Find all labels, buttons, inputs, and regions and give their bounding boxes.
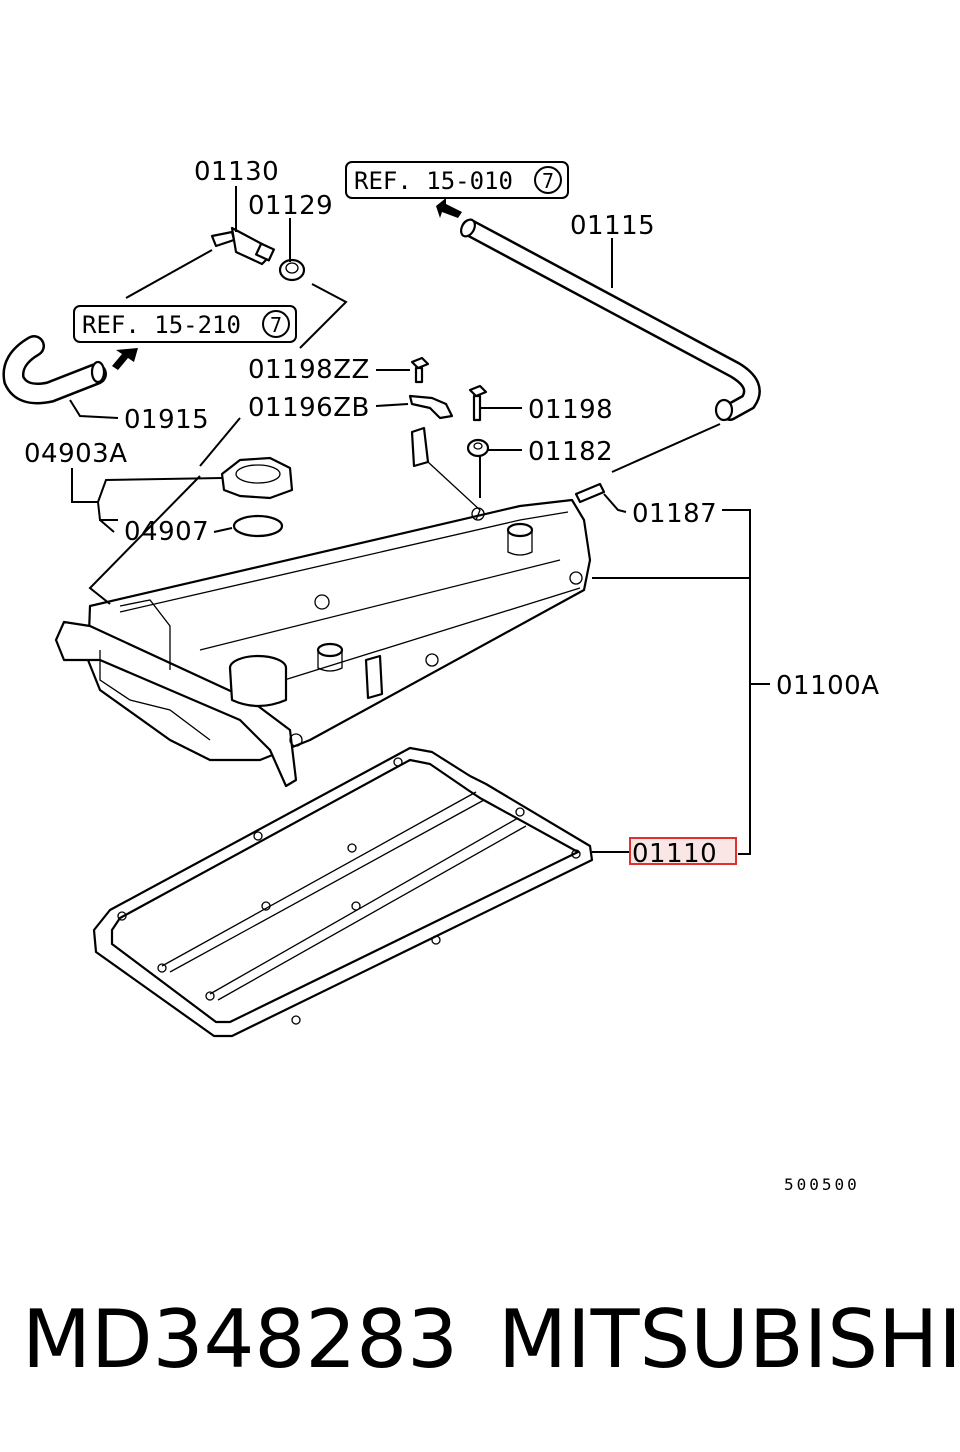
ref-top-text: REF. 15-010 bbox=[354, 167, 513, 195]
arrow-icon bbox=[112, 348, 138, 370]
leader-lines bbox=[69, 186, 770, 855]
callout-01182: 01182 bbox=[528, 437, 613, 467]
bolt-small-part bbox=[410, 356, 430, 384]
callout-01198zz: 01198ZZ bbox=[248, 355, 370, 385]
callout-01187: 01187 bbox=[632, 499, 717, 529]
rocker-cover-part bbox=[54, 426, 592, 788]
arrow-icon bbox=[436, 198, 462, 218]
parts-diagram: REF. 15-010 7 REF. 15-210 7 bbox=[2, 157, 880, 1194]
part-number: MD348283 bbox=[22, 1293, 459, 1386]
bolt-part bbox=[468, 384, 488, 422]
callout-01196zb: 01196ZB bbox=[248, 393, 370, 423]
callout-04903a: 04903A bbox=[24, 439, 128, 469]
callout-01115: 01115 bbox=[570, 211, 655, 241]
callout-01129: 01129 bbox=[248, 191, 333, 221]
callout-01130: 01130 bbox=[194, 157, 279, 187]
bracket-part bbox=[408, 394, 454, 420]
o-ring-part bbox=[232, 514, 284, 538]
brand-name: MITSUBISHI bbox=[498, 1293, 960, 1386]
callout-01100a: 01100A bbox=[776, 671, 880, 701]
callout-01110: 01110 bbox=[632, 839, 717, 869]
pcv-elbow-part bbox=[210, 226, 275, 266]
callout-01110-highlight[interactable]: 01110 bbox=[629, 837, 737, 869]
callout-01198: 01198 bbox=[528, 395, 613, 425]
callout-01915: 01915 bbox=[124, 405, 209, 435]
stud-part bbox=[574, 482, 606, 504]
callout-04907: 04907 bbox=[124, 517, 209, 547]
grommet-part bbox=[278, 258, 306, 282]
ref-box-left: REF. 15-210 7 bbox=[73, 305, 297, 370]
ref-top-circle: 7 bbox=[542, 169, 554, 193]
small-hose-part bbox=[2, 335, 107, 405]
breather-hose-part bbox=[460, 218, 761, 422]
seal-washer-part bbox=[466, 438, 490, 458]
ref-box-top: REF. 15-010 7 bbox=[345, 161, 569, 218]
footer: MD348283 MITSUBISHI bbox=[0, 1280, 960, 1410]
diagram-code: 500500 bbox=[784, 1175, 860, 1194]
ref-left-circle: 7 bbox=[270, 313, 282, 337]
highlight-box bbox=[629, 837, 737, 865]
ref-left-text: REF. 15-210 bbox=[82, 311, 241, 339]
gasket-part bbox=[92, 746, 594, 1038]
oil-cap-part bbox=[220, 456, 294, 500]
